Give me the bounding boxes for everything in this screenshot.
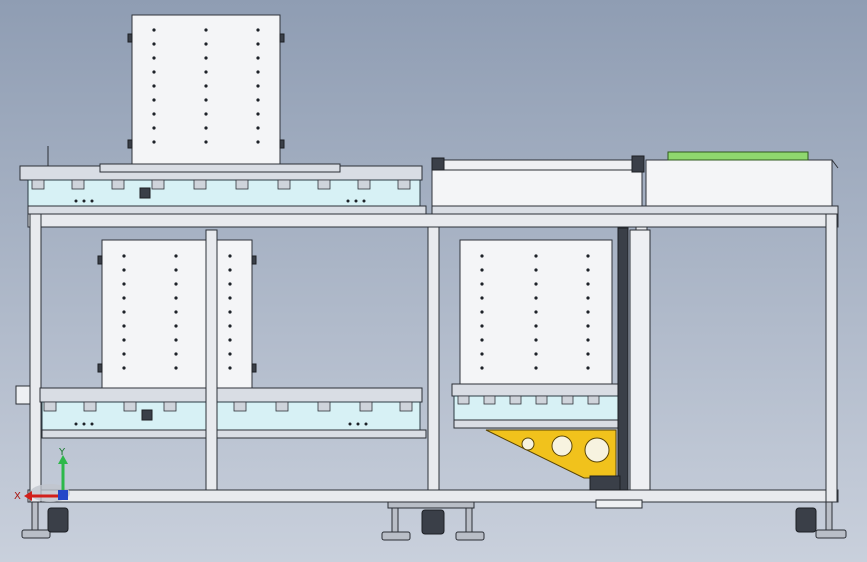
cylinder-rod	[439, 159, 641, 171]
frame-post-mid	[427, 226, 440, 491]
green-plate	[667, 151, 809, 161]
frame-post-mid-left-front	[205, 229, 218, 491]
upper-frame-beam	[27, 213, 839, 228]
coordinate-triad-icon: Y X	[14, 447, 70, 502]
lower-frame-beam	[27, 489, 839, 503]
lift-top-rail	[451, 383, 625, 397]
upper-conveyor-base-rail	[27, 205, 427, 215]
upper-sensor-block	[139, 187, 151, 199]
lower-roller-knobs	[43, 401, 413, 412]
lower-band-holes	[74, 422, 368, 426]
lift-roller-knobs	[457, 395, 600, 405]
top-right-module	[431, 151, 839, 215]
feet	[21, 501, 847, 541]
lower-conveyor-top-rail	[39, 387, 423, 403]
lift-motor	[589, 475, 621, 491]
lower-sensor-block	[141, 409, 153, 421]
cylinder-endcap-right	[631, 155, 645, 173]
lift-base-rail	[453, 419, 627, 429]
lower-conveyor	[39, 387, 427, 439]
upper-roller-knobs	[31, 179, 411, 190]
cylinder-endcap-left	[431, 157, 445, 171]
lower-left-magazine-body	[101, 239, 253, 389]
top-magazine-base	[99, 163, 341, 173]
triad-y-label: Y	[58, 447, 66, 458]
lower-roller-band	[41, 401, 421, 431]
lift-base-plate	[595, 499, 643, 509]
lower-left-magazine	[97, 239, 257, 389]
caster-right	[795, 501, 847, 539]
top-right-base-rail	[431, 205, 839, 215]
top-right-housing	[431, 167, 643, 211]
lower-conveyor-base-rail	[41, 429, 427, 439]
frame-post-left	[29, 213, 42, 503]
lift-guide-plate	[629, 229, 651, 491]
triad-x-label: X	[14, 491, 21, 502]
upper-band-holes	[74, 199, 366, 203]
caster-left	[21, 501, 69, 539]
lift-actuator	[617, 227, 629, 491]
top-magazine-body	[131, 14, 281, 166]
left-stub	[15, 385, 31, 405]
top-magazine	[99, 14, 341, 173]
frame-post-right	[825, 213, 838, 503]
lower-right-magazine-holes	[480, 254, 590, 370]
lower-right-magazine	[451, 227, 651, 509]
top-magazine-holes	[152, 28, 260, 144]
top-right-cover	[645, 159, 833, 211]
lower-left-magazine-holes	[122, 254, 232, 370]
caster-center	[381, 501, 485, 541]
